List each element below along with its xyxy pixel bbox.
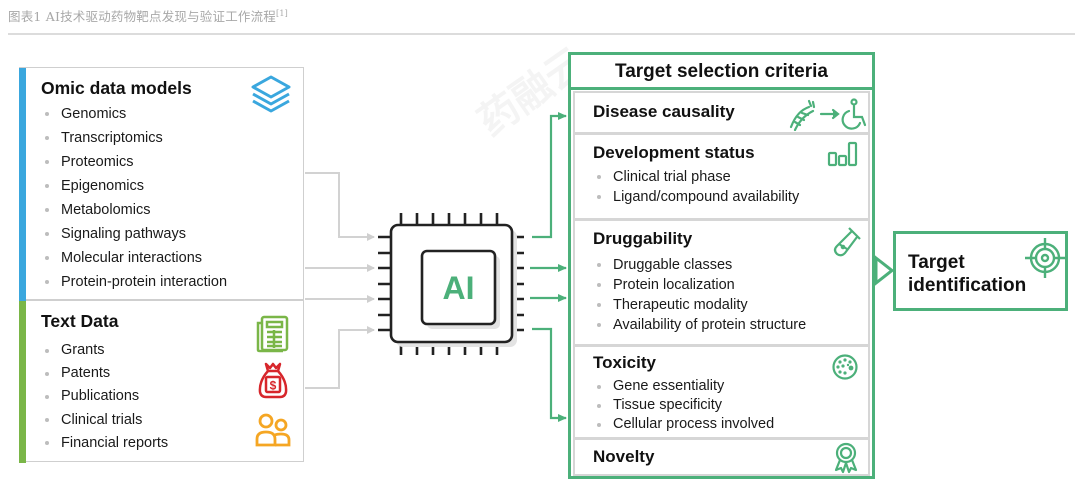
caption-reference: [1] xyxy=(276,8,288,18)
text-data-title: Text Data xyxy=(41,311,119,331)
text-data-item: Publications xyxy=(43,385,168,408)
connector-omic-1 xyxy=(305,172,375,241)
section-title: Disease causality xyxy=(593,102,735,121)
target-identification-label: Target identification xyxy=(908,251,1026,297)
criteria-item: Protein localization xyxy=(595,275,806,295)
text-data-color-bar xyxy=(19,301,26,463)
ai-chip: AI xyxy=(378,213,524,355)
ai-label: AI xyxy=(443,270,475,306)
section-title: Novelty xyxy=(593,447,655,466)
criteria-item: Cellular process involved xyxy=(595,415,774,434)
criteria-section-novelty: Novelty xyxy=(573,438,870,476)
section-title: Toxicity xyxy=(593,353,656,372)
omic-item: Protein-protein interaction xyxy=(43,270,227,294)
omic-title: Omic data models xyxy=(41,78,192,98)
document-icon xyxy=(256,315,289,353)
omic-item: Metabolomics xyxy=(43,198,227,222)
award-ribbon-icon xyxy=(834,442,858,474)
cell-icon xyxy=(832,354,858,380)
criteria-title: Target selection criteria xyxy=(571,55,872,90)
text-data-item: Financial reports xyxy=(43,432,168,455)
omic-item: Signaling pathways xyxy=(43,222,227,246)
layers-icon xyxy=(251,75,291,113)
connector-text-2 xyxy=(305,326,375,389)
criteria-item: Gene essentiality xyxy=(595,377,774,396)
caption-divider xyxy=(8,33,1075,35)
figure-caption: 图表1 AI技术驱动药物靶点发现与验证工作流程[1] xyxy=(8,6,288,25)
text-data-item: Clinical trials xyxy=(43,409,168,432)
omic-list: Genomics Transcriptomics Proteomics Epig… xyxy=(43,102,227,294)
caption-text: 图表1 AI技术驱动药物靶点发现与验证工作流程 xyxy=(8,9,276,24)
dna-to-wheelchair-icon xyxy=(789,98,867,131)
chip-core xyxy=(420,249,497,326)
svg-text:$: $ xyxy=(270,379,277,393)
bar-chart-icon xyxy=(827,141,858,167)
arrow-to-target xyxy=(874,254,895,287)
druggability-list: Druggable classes Protein localization T… xyxy=(595,255,806,335)
text-data-item: Patents xyxy=(43,362,168,385)
section-title: Druggability xyxy=(593,229,693,248)
toxicity-list: Gene essentiality Tissue specificity Cel… xyxy=(595,377,774,434)
criteria-item: Availability of protein structure xyxy=(595,315,806,335)
omic-item: Genomics xyxy=(43,102,227,126)
criteria-section-toxicity: Toxicity Gene essentiality Tissue specif… xyxy=(573,345,870,439)
criteria-item: Clinical trial phase xyxy=(595,167,799,187)
omic-color-bar xyxy=(19,68,26,301)
output-connectors xyxy=(530,112,567,422)
section-title: Development status xyxy=(593,143,755,162)
text-data-section: Text Data Grants Patents Publications Cl… xyxy=(19,301,303,463)
criteria-section-druggability: Druggability Druggable classes Protein l… xyxy=(573,219,870,346)
omic-item: Molecular interactions xyxy=(43,246,227,270)
target-identification-box: Target identification xyxy=(893,231,1068,311)
development-status-list: Clinical trial phase Ligand/compound ava… xyxy=(595,167,799,207)
omic-data-section: Omic data models Genomics Transcriptomic… xyxy=(19,68,303,301)
criteria-item: Tissue specificity xyxy=(595,396,774,415)
target-icon xyxy=(1025,238,1065,278)
input-connectors xyxy=(305,172,375,389)
people-icon xyxy=(255,413,291,447)
omic-item: Transcriptomics xyxy=(43,126,227,150)
connector-out-toxicity xyxy=(532,327,567,422)
target-selection-criteria-panel: Target selection criteria Disease causal… xyxy=(568,52,875,479)
criteria-section-disease-causality: Disease causality xyxy=(573,91,870,134)
omic-item: Epigenomics xyxy=(43,174,227,198)
target-label-line1: Target xyxy=(908,252,965,273)
data-sources-panel: Omic data models Genomics Transcriptomic… xyxy=(19,67,304,463)
text-data-item: Grants xyxy=(43,339,168,362)
money-bag-icon: $ xyxy=(258,362,288,399)
criteria-section-development-status: Development status Clinical trial phase … xyxy=(573,133,870,220)
target-label-line2: identification xyxy=(908,275,1027,296)
omic-item: Proteomics xyxy=(43,150,227,174)
text-data-list: Grants Patents Publications Clinical tri… xyxy=(43,339,168,455)
connector-out-disease xyxy=(532,112,567,239)
test-tube-icon xyxy=(833,227,861,257)
criteria-item: Ligand/compound availability xyxy=(595,187,799,207)
criteria-item: Therapeutic modality xyxy=(595,295,806,315)
criteria-item: Druggable classes xyxy=(595,255,806,275)
